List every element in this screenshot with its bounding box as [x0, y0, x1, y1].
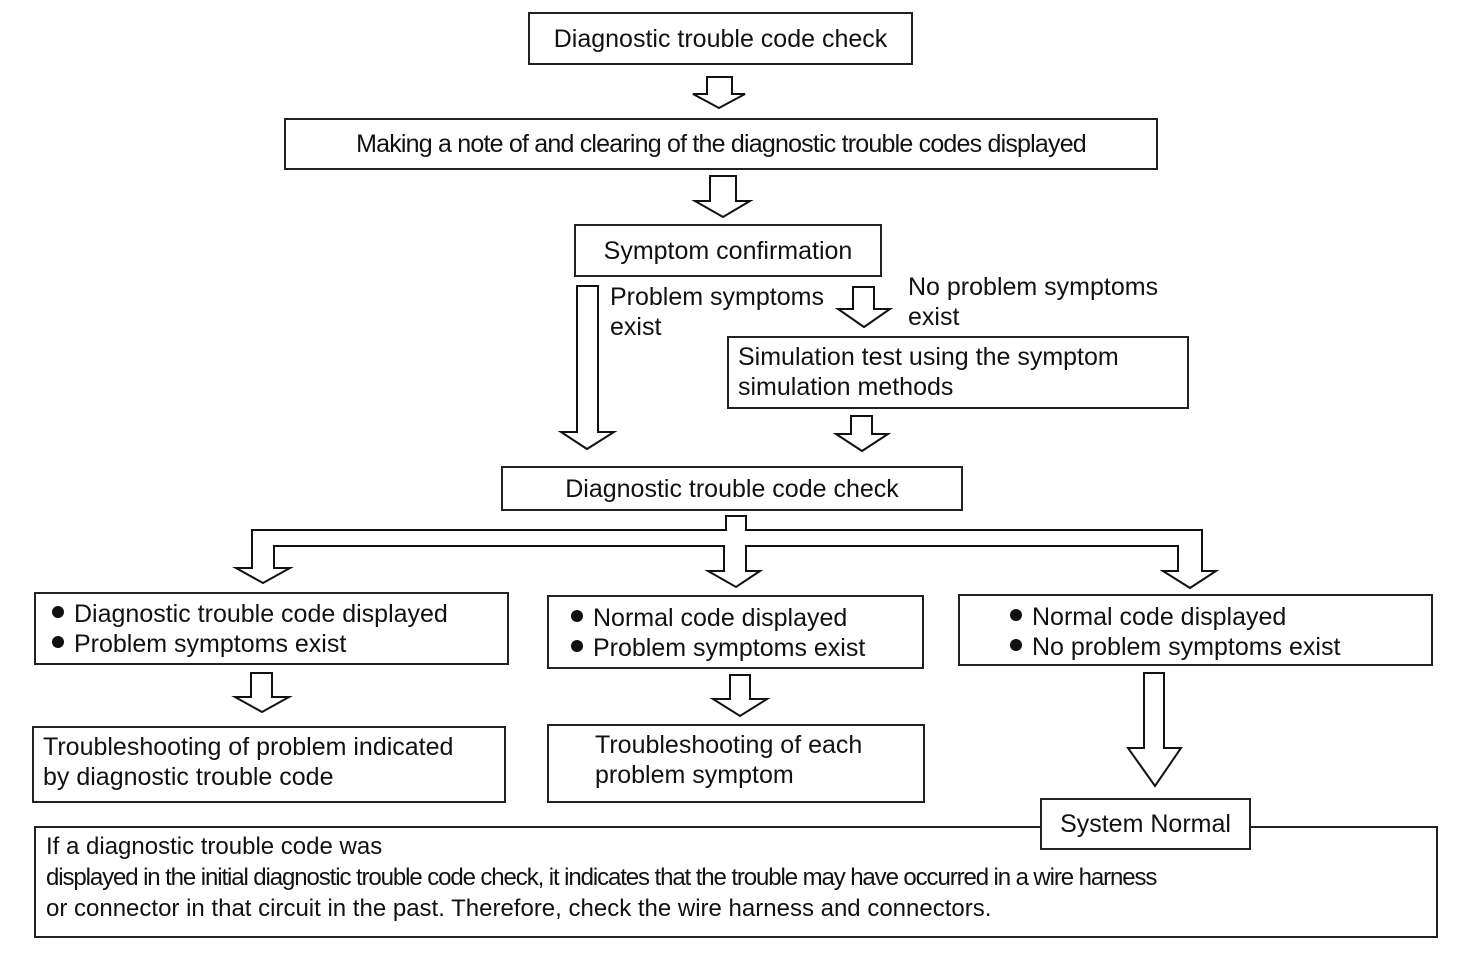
action-label-line: Troubleshooting of each [595, 731, 863, 759]
arrow-down-icon [557, 285, 618, 451]
step-label: Diagnostic trouble code check [553, 24, 888, 53]
condition-text: Problem symptoms exist [74, 630, 347, 658]
bullet-icon [571, 640, 583, 652]
condition-text: Problem symptoms exist [593, 634, 866, 662]
action-label: System Normal [1060, 810, 1231, 838]
bullet-icon [52, 636, 64, 648]
action-label-line: by diagnostic trouble code [43, 763, 334, 791]
bullet-icon [1010, 609, 1022, 621]
bullet-icon [52, 606, 64, 618]
condition-item: Normal code displayed [571, 603, 922, 633]
outcome-normal-code-problem: Normal code displayed Problem symptoms e… [547, 595, 924, 669]
step-dtc-check-second: Diagnostic trouble code check [501, 466, 963, 511]
condition-text: Normal code displayed [593, 604, 848, 632]
action-system-normal: System Normal [1040, 798, 1251, 850]
condition-item: Diagnostic trouble code displayed [52, 599, 507, 629]
action-label-line: problem symptom [595, 761, 794, 789]
arrow-down-icon [834, 286, 894, 329]
note-line: or connector in that circuit in the past… [46, 895, 992, 922]
branch-label-line: exist [908, 303, 960, 331]
step-label-line: simulation methods [738, 373, 954, 401]
condition-item: No problem symptoms exist [1010, 632, 1431, 662]
condition-item: Problem symptoms exist [52, 629, 507, 659]
step-symptom-confirmation: Symptom confirmation [574, 224, 882, 277]
condition-text: Normal code displayed [1032, 603, 1287, 631]
step-label: Symptom confirmation [603, 236, 853, 265]
branch-label-problem: Problem symptoms exist [610, 282, 824, 342]
step-label: Diagnostic trouble code check [565, 474, 899, 503]
condition-text: Diagnostic trouble code displayed [74, 600, 448, 628]
arrow-down-icon [709, 674, 771, 718]
action-troubleshoot-dtc: Troubleshooting of problem indicated by … [32, 726, 506, 803]
branch-label-line: exist [610, 313, 662, 341]
note-line: If a diagnostic trouble code was [46, 833, 383, 860]
bullet-icon [571, 610, 583, 622]
branch-label-line: No problem symptoms [908, 273, 1159, 301]
action-label-line: Troubleshooting of problem indicated [43, 733, 454, 761]
step-label-line: Simulation test using the symptom [738, 343, 1119, 371]
arrow-down-icon [832, 415, 892, 453]
action-troubleshoot-symptom: Troubleshooting of each problem symptom [547, 724, 925, 803]
condition-text: No problem symptoms exist [1032, 633, 1341, 661]
arrow-down-icon [1126, 672, 1183, 788]
step-note-clear-codes: Making a note of and clearing of the dia… [284, 118, 1158, 170]
branch-arrow-icon [232, 515, 1220, 590]
condition-item: Normal code displayed [1010, 602, 1431, 632]
outcome-normal-code-no-problem: Normal code displayed No problem symptom… [958, 594, 1433, 666]
step-label: Making a note of and clearing of the dia… [356, 130, 1087, 158]
step-simulation-test: Simulation test using the symptom simula… [727, 336, 1189, 409]
arrow-down-icon [692, 76, 746, 110]
outcome-dtc-displayed: Diagnostic trouble code displayed Proble… [34, 592, 509, 665]
step-dtc-check-initial: Diagnostic trouble code check [528, 12, 913, 65]
condition-item: Problem symptoms exist [571, 633, 922, 663]
arrow-down-icon [231, 672, 293, 714]
note-line: displayed in the initial diagnostic trou… [46, 864, 1157, 891]
branch-label-line: Problem symptoms [610, 283, 824, 311]
bullet-icon [1010, 639, 1022, 651]
arrow-down-icon [691, 175, 754, 219]
branch-label-no-problem: No problem symptoms exist [908, 272, 1158, 332]
